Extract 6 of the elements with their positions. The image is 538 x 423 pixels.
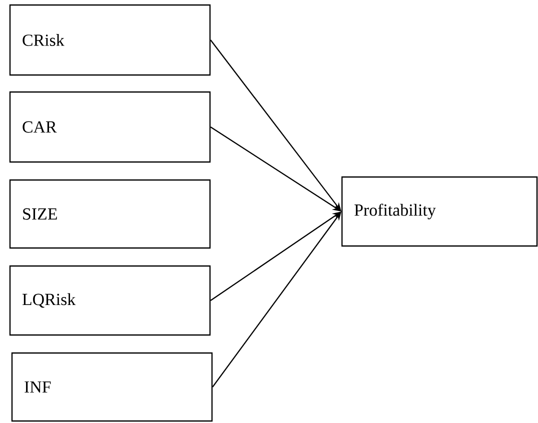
variable-box: LQRisk [9, 265, 211, 336]
variable-box: INF [11, 352, 213, 422]
variable-box: Profitability [341, 176, 538, 247]
variable-box: CRisk [9, 4, 211, 76]
variable-box: SIZE [9, 179, 211, 249]
variable-box: CAR [9, 91, 211, 163]
